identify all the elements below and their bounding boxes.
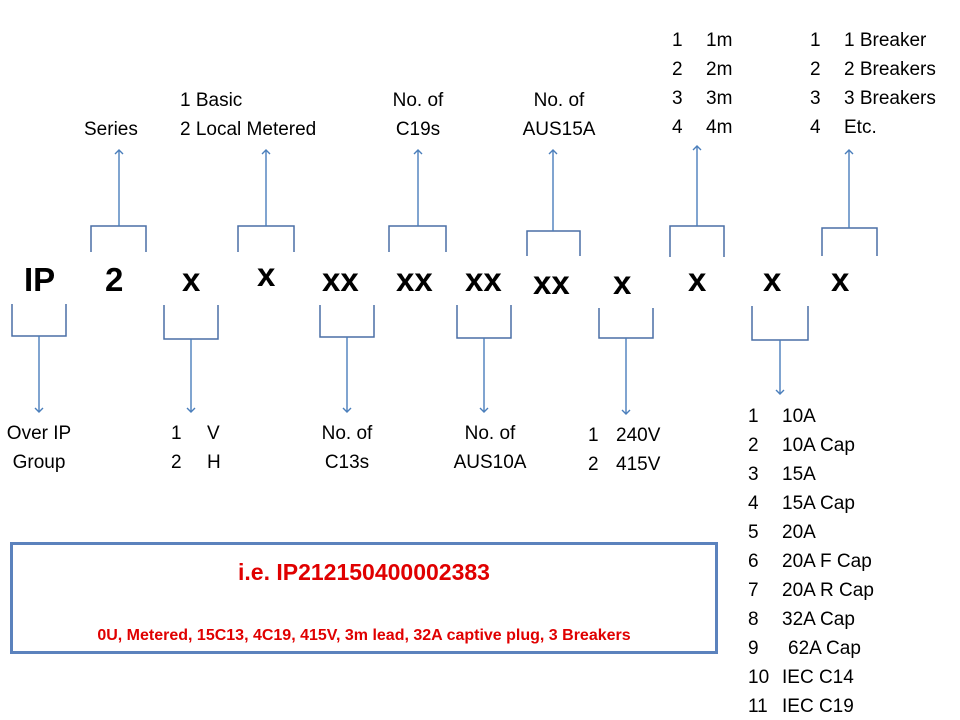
label-c13-line-2: C13s — [324, 452, 370, 473]
segment-aus10a: xx — [465, 261, 502, 298]
label-aus15a-line-2: AUS15A — [522, 119, 596, 140]
label-aus15a: No. of AUS15A — [508, 86, 610, 144]
bracket-voltage — [598, 308, 654, 339]
example-box: i.e. IP212150400002383 0U, Metered, 15C1… — [10, 542, 718, 654]
bracket-aus10a — [456, 305, 512, 339]
bracket-lead — [669, 225, 725, 257]
bracket-series — [90, 225, 147, 252]
label-ip-line-2: Group — [12, 452, 66, 473]
label-c19: No. of C19s — [378, 86, 458, 144]
bracket-aus15a — [526, 230, 581, 256]
label-aus10a: No. of AUS10A — [440, 419, 540, 477]
label-c19-line-2: C19s — [395, 119, 441, 140]
segment-c19: xx — [396, 261, 433, 298]
segment-aus15a: xx — [533, 264, 570, 301]
bracket-model — [237, 225, 295, 252]
segment-model: x — [257, 256, 276, 293]
label-ip: Over IP Group — [0, 419, 78, 477]
bracket-plug — [751, 306, 809, 341]
segment-breakers: x — [831, 261, 850, 298]
label-aus10a-line-1: No. of — [464, 423, 516, 444]
bracket-ip — [11, 304, 67, 337]
label-c13: No. of C13s — [307, 419, 387, 477]
example-description: 0U, Metered, 15C13, 4C19, 415V, 3m lead,… — [97, 627, 631, 644]
segment-voltage: x — [613, 264, 632, 301]
bracket-c13 — [319, 305, 375, 338]
bracket-breakers — [821, 227, 878, 256]
label-model-line-2: 2 Local Metered — [180, 119, 317, 140]
label-c13-line-1: No. of — [321, 423, 373, 444]
label-model: 1 Basic 2 Local Metered — [180, 86, 316, 144]
segment-series: 2 — [105, 261, 124, 298]
segment-type: x — [182, 261, 201, 298]
example-title: i.e. IP212150400002383 — [238, 559, 490, 585]
label-model-line-1: 1 Basic — [180, 90, 243, 111]
bracket-type — [163, 305, 219, 340]
segment-c13: xx — [322, 261, 359, 298]
label-aus15a-line-1: No. of — [533, 90, 585, 111]
segment-ip: IP — [24, 261, 56, 298]
label-ip-line-1: Over IP — [6, 423, 72, 444]
bracket-c19 — [388, 225, 447, 252]
label-c19-line-1: No. of — [392, 90, 444, 111]
segment-plug: x — [763, 261, 782, 298]
label-aus10a-line-2: AUS10A — [453, 452, 527, 473]
label-series: Series — [84, 119, 138, 140]
segment-lead: x — [688, 261, 707, 298]
